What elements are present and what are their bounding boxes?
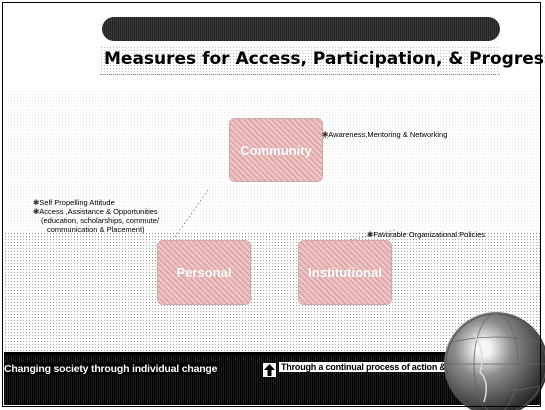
node-institutional: Institutional — [298, 240, 392, 305]
personal-annotation-line-2: Access ,Assistance & Opportunities — [39, 207, 158, 216]
node-personal-label: Personal — [176, 265, 232, 280]
personal-annotation-line-3: (education, scholarships, commute/ — [41, 216, 159, 225]
footer-tagline: Changing society through individual chan… — [4, 363, 218, 375]
personal-annotation-line-4: communication & Placement) — [47, 225, 145, 234]
bullet-icon: ❃ — [33, 207, 40, 216]
personal-annotation: ❃Self Propelling Attitude ❃Access ,Assis… — [33, 198, 159, 234]
slide-title: Measures for Access, Participation, & Pr… — [104, 49, 545, 69]
title-band — [100, 46, 500, 75]
up-arrow-icon — [263, 363, 276, 377]
node-community-label: Community — [240, 142, 312, 158]
institutional-annotation-text: Favorable Organizational Policies — [373, 230, 486, 239]
bullet-icon: ❃ — [367, 230, 374, 239]
globe-grid-lines — [445, 313, 545, 410]
background-texture-lower — [4, 232, 541, 352]
community-annotation-text: Awareness,Mentoring & Networking — [328, 130, 448, 139]
bullet-icon: ❃ — [33, 198, 40, 207]
node-institutional-label: Institutional — [308, 265, 382, 280]
institutional-annotation: ❃Favorable Organizational Policies — [367, 230, 485, 239]
footer-divider — [4, 352, 541, 355]
community-annotation: ❃Awareness,Mentoring & Networking — [322, 130, 447, 139]
title-decoration-bar — [102, 17, 500, 41]
node-personal: Personal — [157, 240, 251, 305]
bullet-icon: ❃ — [322, 130, 329, 139]
personal-annotation-line-1: Self Propelling Attitude — [39, 198, 115, 207]
footer-process-text: Through a continual process of action & … — [279, 362, 489, 372]
node-community: Community — [229, 118, 323, 182]
